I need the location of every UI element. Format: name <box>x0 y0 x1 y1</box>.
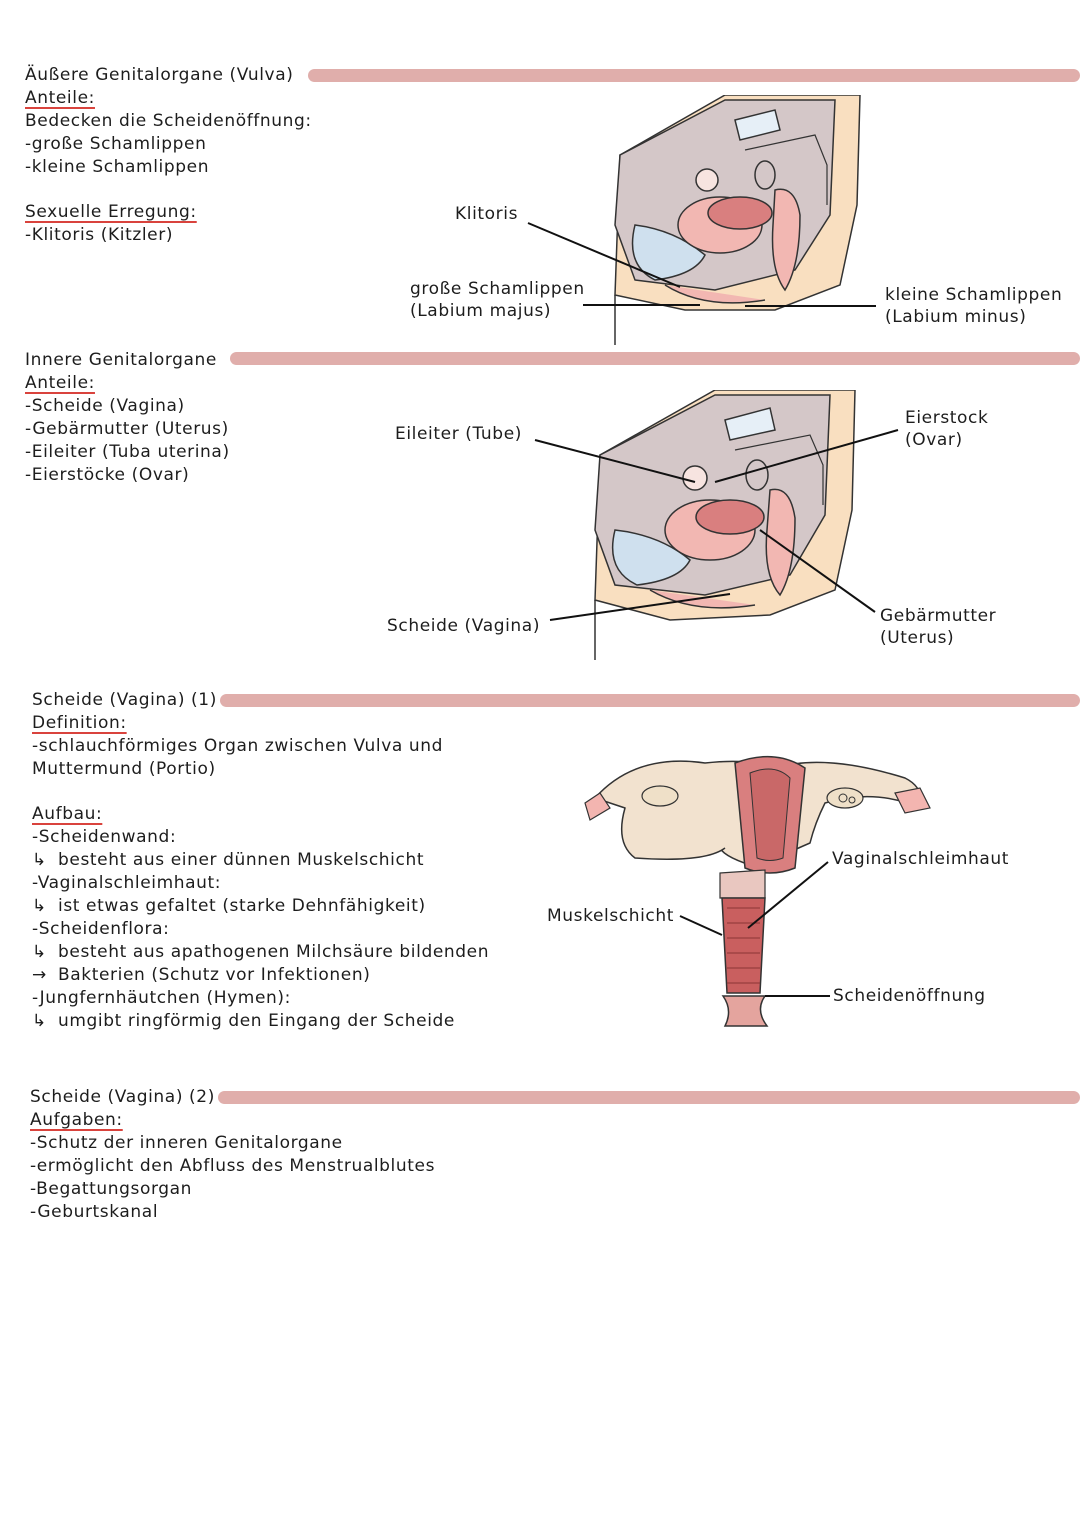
label-klitoris: Klitoris <box>455 204 519 224</box>
list-item: -ermöglicht den Abfluss des Menstrualblu… <box>30 1156 436 1176</box>
label-gebaermutter: Gebärmutter <box>880 606 997 626</box>
text-line: -Klitoris (Kitzler) <box>25 225 174 245</box>
text-line: ↳ ist etwas gefaltet (starke Dehnfähigkei… <box>32 895 426 918</box>
label-ovar: (Ovar) <box>905 430 963 450</box>
erregung-heading: Sexuelle Erregung: <box>25 202 197 222</box>
text-line: Muttermund (Portio) <box>32 759 216 779</box>
list-item: -Gebärmutter (Uterus) <box>25 419 229 439</box>
section-title-vulva: Äußere Genitalorgane (Vulva) <box>25 65 294 85</box>
section-title-innere: Innere Genitalorgane <box>25 350 217 370</box>
text-line: ↳ besteht aus einer dünnen Muskelschicht <box>32 849 424 872</box>
arrow-icon: ↳ <box>32 896 47 916</box>
text-span: umgibt ringförmig den Eingang der Scheid… <box>58 1011 455 1031</box>
arrow-icon: ↳ <box>32 850 47 870</box>
aufbau-heading: Aufbau: <box>32 804 103 824</box>
anteile-heading: Anteile: <box>25 88 95 108</box>
text-line: -schlauchförmiges Organ zwischen Vulva u… <box>32 736 444 756</box>
section-title-vagina-2: Scheide (Vagina) (2) <box>30 1087 215 1107</box>
text-span: Bakterien (Schutz vor Infektionen) <box>58 965 371 985</box>
list-item: -Schutz der inneren Genitalorgane <box>30 1133 343 1153</box>
text-span: besteht aus einer dünnen Muskelschicht <box>58 850 425 870</box>
arrow-icon: ↳ <box>32 942 47 962</box>
label-labium-majus: (Labium majus) <box>410 301 552 321</box>
text-line: → Bakterien (Schutz vor Infektionen) <box>32 964 370 987</box>
label-eierstock: Eierstock <box>905 408 989 428</box>
text-span: ist etwas gefaltet (starke Dehnfähigkeit… <box>58 896 426 916</box>
definition-heading: Definition: <box>32 713 127 733</box>
label-kleine-schamlippen: kleine Schamlippen <box>885 285 1063 305</box>
label-grosse-schamlippen: große Schamlippen <box>410 279 585 299</box>
text-line: -Scheidenflora: <box>32 919 170 939</box>
label-scheidenoeffnung: Scheidenöffnung <box>833 986 986 1006</box>
sagittal-section-illustration <box>594 390 856 660</box>
text-line: -Vaginalschleimhaut: <box>32 873 222 893</box>
text-line: -kleine Schamlippen <box>25 157 210 177</box>
arrow-icon: ↳ <box>32 1011 47 1031</box>
text-line: ↳ besteht aus apathogenen Milchsäure bild… <box>32 941 489 964</box>
label-scheide: Scheide (Vagina) <box>387 616 541 636</box>
section-divider-bar <box>230 352 1080 365</box>
label-muskelschicht: Muskelschicht <box>547 906 675 926</box>
section-divider-bar <box>220 694 1080 707</box>
list-item: -Eierstöcke (Ovar) <box>25 465 190 485</box>
label-labium-minus: (Labium minus) <box>885 307 1027 327</box>
list-item: -Geburtskanal <box>30 1202 159 1222</box>
text-line: -Scheidenwand: <box>32 827 177 847</box>
label-uterus: (Uterus) <box>880 628 955 648</box>
section-title-vagina-1: Scheide (Vagina) (1) <box>32 690 217 710</box>
text-line: -große Schamlippen <box>25 134 207 154</box>
sagittal-section-illustration <box>614 95 861 345</box>
aufgaben-heading: Aufgaben: <box>30 1110 123 1130</box>
text-span: besteht aus apathogenen Milchsäure bilde… <box>58 942 490 962</box>
list-item: -Eileiter (Tuba uterina) <box>25 442 230 462</box>
list-item: -Begattungsorgan <box>30 1179 193 1199</box>
label-vaginalschleimhaut: Vaginalschleimhaut <box>832 849 1010 869</box>
section-divider-bar <box>308 69 1080 82</box>
list-item: -Scheide (Vagina) <box>25 396 185 416</box>
text-line: ↳ umgibt ringförmig den Eingang der Schei… <box>32 1010 455 1033</box>
label-eileiter: Eileiter (Tube) <box>395 424 522 444</box>
arrow-icon: → <box>32 965 47 985</box>
text-line: Bedecken die Scheidenöffnung: <box>25 111 312 131</box>
section-divider-bar <box>218 1091 1080 1104</box>
anteile-heading: Anteile: <box>25 373 95 393</box>
uterus-vagina-illustration <box>584 755 931 1027</box>
text-line: -Jungfernhäutchen (Hymen): <box>32 988 291 1008</box>
